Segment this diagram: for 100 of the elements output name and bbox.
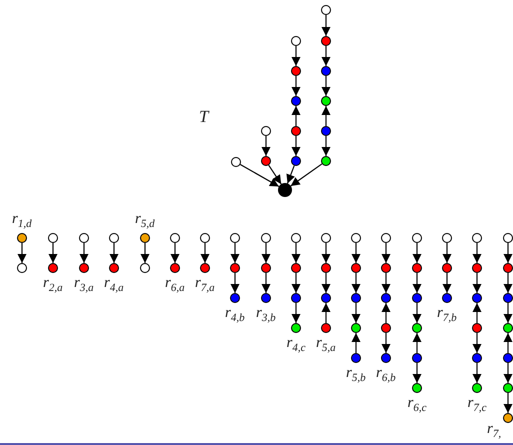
vertex-dot bbox=[109, 263, 119, 273]
arrow bbox=[504, 333, 512, 353]
vertex-dot bbox=[351, 353, 361, 363]
arrow bbox=[472, 273, 482, 293]
vertex-dot bbox=[351, 293, 361, 303]
vertex-dot bbox=[291, 66, 301, 76]
vertex-dot bbox=[351, 323, 361, 333]
vertex-dot bbox=[442, 293, 452, 303]
arrow bbox=[352, 303, 360, 323]
vertex-label: r$_{3,a}$ bbox=[74, 276, 94, 296]
vertex-dot bbox=[381, 353, 391, 363]
vertex-dot bbox=[321, 5, 331, 15]
vertex-dot bbox=[291, 96, 301, 106]
arrow bbox=[412, 333, 422, 353]
arrow bbox=[170, 243, 180, 263]
vertex-label: r$_{7,b}$ bbox=[437, 306, 457, 326]
vertex-label: r$_{6,b}$ bbox=[376, 366, 396, 386]
arrow bbox=[322, 243, 330, 263]
arrow bbox=[200, 243, 210, 263]
arrow bbox=[230, 243, 240, 263]
vertex-dot bbox=[321, 96, 331, 106]
arrow bbox=[290, 163, 322, 186]
vertex-dot bbox=[503, 293, 513, 303]
arrow bbox=[412, 273, 422, 293]
arrow bbox=[110, 243, 118, 263]
vertex-label: r$_{5,b}$ bbox=[346, 366, 366, 386]
vertex-dot bbox=[381, 233, 391, 243]
vertex-label: r$_{4,b}$ bbox=[225, 306, 245, 326]
vertex-dot bbox=[230, 263, 240, 273]
arrow bbox=[412, 303, 422, 323]
vertex-dot bbox=[321, 323, 331, 333]
vertex-dot bbox=[109, 233, 119, 243]
vertex-dot bbox=[230, 233, 240, 243]
vertex-dot bbox=[321, 66, 331, 76]
vertex-dot bbox=[261, 263, 271, 273]
arrow bbox=[504, 363, 512, 383]
vertex-dot bbox=[291, 126, 301, 136]
vertex-dot bbox=[381, 263, 391, 273]
arrow bbox=[286, 166, 295, 184]
arrow bbox=[322, 303, 330, 323]
arrow bbox=[262, 273, 270, 293]
vertex-dot bbox=[291, 156, 301, 166]
arrow bbox=[262, 243, 270, 263]
arrow bbox=[472, 333, 482, 353]
arrow bbox=[230, 273, 240, 293]
arrow bbox=[442, 243, 452, 263]
vertex-dot bbox=[472, 293, 482, 303]
vertex-dot bbox=[412, 383, 422, 393]
arrow bbox=[504, 273, 512, 293]
arrow bbox=[292, 273, 300, 293]
vertex-dot bbox=[321, 36, 331, 46]
vertex-dot bbox=[140, 263, 150, 273]
vertex-dot bbox=[291, 293, 301, 303]
vertex-dot bbox=[472, 383, 482, 393]
arrow bbox=[140, 243, 150, 263]
vertex-dot bbox=[17, 233, 27, 243]
arrow bbox=[442, 273, 452, 293]
vertex-label: r$_{5,a}$ bbox=[316, 336, 336, 356]
vertex-dot bbox=[261, 126, 271, 136]
arrow bbox=[382, 273, 390, 293]
vertex-dot bbox=[503, 323, 513, 333]
vertex-label: r$_{7,c}$ bbox=[468, 396, 486, 416]
vertex-dot bbox=[48, 263, 58, 273]
vertex-dot bbox=[442, 263, 452, 273]
vertex-dot bbox=[472, 323, 482, 333]
vertex-label: r$_{1,d}$ bbox=[12, 212, 32, 232]
vertex-label: r$_{3,b}$ bbox=[256, 306, 276, 326]
arrow bbox=[292, 243, 300, 263]
vertex-dot bbox=[321, 293, 331, 303]
vertex-dot bbox=[351, 263, 361, 273]
arrow bbox=[292, 106, 300, 126]
vertex-dot bbox=[200, 233, 210, 243]
vertex-dot bbox=[17, 263, 27, 273]
vertex-dot bbox=[291, 36, 301, 46]
arrow bbox=[322, 273, 330, 293]
vertex-dot bbox=[351, 233, 361, 243]
vertex-dot bbox=[412, 263, 422, 273]
vertex-label: r$_{6,c}$ bbox=[408, 396, 426, 416]
vertex-dot bbox=[170, 263, 180, 273]
vertex-dot bbox=[412, 293, 422, 303]
arrow bbox=[472, 363, 482, 383]
vertex-label: r$_{5,d}$ bbox=[135, 212, 155, 232]
arrow bbox=[268, 164, 282, 184]
vertex-label: r$_{6,a}$ bbox=[165, 276, 185, 296]
arrow bbox=[322, 106, 330, 126]
vertex-dot bbox=[472, 233, 482, 243]
arrow bbox=[240, 164, 280, 187]
arrow bbox=[382, 333, 390, 353]
graph-name-label: T bbox=[199, 108, 208, 125]
vertex-label: r$_{7,}$ bbox=[487, 422, 502, 442]
vertex-dot bbox=[230, 293, 240, 303]
vertex-dot bbox=[291, 263, 301, 273]
arrow bbox=[352, 333, 360, 353]
vertex-dot bbox=[79, 233, 89, 243]
vertex-dot bbox=[412, 323, 422, 333]
arrow bbox=[48, 243, 58, 263]
vertex-dot bbox=[472, 353, 482, 363]
vertex-dot bbox=[503, 383, 513, 393]
arrow bbox=[472, 243, 482, 263]
vertex-dot bbox=[321, 156, 331, 166]
